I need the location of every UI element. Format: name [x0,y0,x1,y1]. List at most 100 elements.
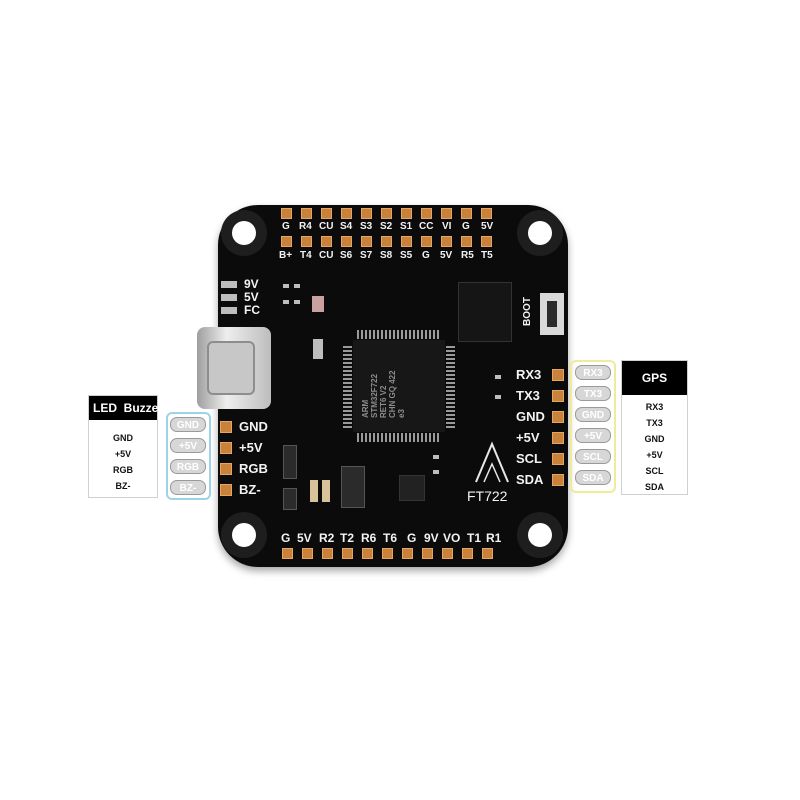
pad-label: TX3 [516,388,540,403]
pad [342,548,353,559]
pad-label: BZ- [239,482,261,497]
pad-label: R2 [319,531,335,545]
pad-label: G [462,221,470,232]
pad-label: 5V [440,250,453,261]
mcu-text: STM32F722 [370,373,379,418]
pad-label: GND [516,409,545,424]
pad-label: T2 [340,531,355,545]
pad [402,548,413,559]
gps-legend: GPS RX3 TX3 GND +5V SCL SDA [621,360,688,495]
ghost-label: GND [170,417,206,432]
pad [301,236,312,247]
pad-label: G [282,221,290,232]
pad [461,208,472,219]
mcu-pins-left [343,344,352,428]
board-label: FT722 [467,488,508,504]
mcu-text: e3 [397,409,406,418]
pad-label: B+ [279,250,293,261]
ghost-label: RX3 [575,365,611,380]
smd-part [433,455,439,459]
component [313,339,323,359]
smd-part [294,300,300,304]
smd-part [433,470,439,474]
pad-label: S3 [360,221,373,232]
gps-title: GPS [622,361,687,395]
legend-item: GND [644,434,665,444]
pad [552,390,564,402]
pad [281,208,292,219]
pad [362,548,373,559]
pad-label: G [281,531,291,545]
pad [220,484,232,496]
pad-label: T6 [383,531,398,545]
left-label-frame [166,412,211,500]
ghost-label: SCL [575,449,611,464]
pad [381,208,392,219]
pad [361,208,372,219]
legend-title-part: Buzzer [123,401,164,415]
legend-item: TX3 [646,418,663,428]
pad [421,208,432,219]
mcu-text: ARM [361,399,370,418]
smd-part [495,395,501,399]
pad [361,236,372,247]
mcu-chip: ARM STM32F722 RET6 V2 CHN GQ 422 e3 [353,340,445,432]
boot-button-cap[interactable] [547,301,557,327]
pad-label: S1 [400,221,413,232]
ghost-label: +5V [170,438,206,453]
baro-chip [399,475,425,501]
pad [462,548,473,559]
legend-item: RX3 [645,402,664,412]
legend-title-part: LED [93,401,117,415]
mcu-text: RET6 V2 [379,385,388,418]
right-label-frame [570,360,616,493]
ghost-label: TX3 [575,386,611,401]
mounting-hole-bottom-right [517,512,563,558]
pad-label: +5V [239,440,263,455]
pad-label: VI [442,221,452,232]
component [283,488,297,510]
pad [381,236,392,247]
mounting-hole-top-left [221,210,267,256]
mounting-hole-bottom-left [221,512,267,558]
pad [321,236,332,247]
pad-label: VO [443,531,461,545]
pad [302,548,313,559]
pad [301,208,312,219]
mcu-pins-top [357,330,441,339]
pad [441,208,452,219]
pad [220,421,232,433]
pad-label: +5V [516,430,540,445]
pad-label: T5 [481,250,493,261]
pad-label: T1 [467,531,482,545]
jumper-label: 5V [244,290,259,304]
pad [220,463,232,475]
pad-label: G [422,250,430,261]
mcu-marking: ARM STM32F722 RET6 V2 CHN GQ 422 e3 [361,342,406,418]
ghost-label: SDA [575,470,611,485]
pad-label: SCL [516,451,542,466]
legend-item: RGB [113,465,133,475]
pad [401,236,412,247]
ghost-label: BZ- [170,480,206,495]
smd-part [294,284,300,288]
pad-label: RX3 [516,367,542,382]
pad [401,208,412,219]
pad [341,236,352,247]
jumper-label: FC [244,303,260,317]
pad [552,474,564,486]
pad-label: R1 [486,531,502,545]
ft722-logo-icon [475,441,509,483]
pad-label: S7 [360,250,373,261]
jumper-label: 9V [244,277,259,291]
pad-label: S6 [340,250,353,261]
led-buzzer-legend: LED Buzzer GND +5V RGB BZ- [88,395,163,498]
solder-jumper [221,281,237,288]
pad-label: CU [319,250,334,261]
capacitor [310,480,318,502]
ghost-label: GND [575,407,611,422]
pad-label: SDA [516,472,544,487]
pad [441,236,452,247]
smd-part [283,300,289,304]
solder-jumper [221,307,237,314]
